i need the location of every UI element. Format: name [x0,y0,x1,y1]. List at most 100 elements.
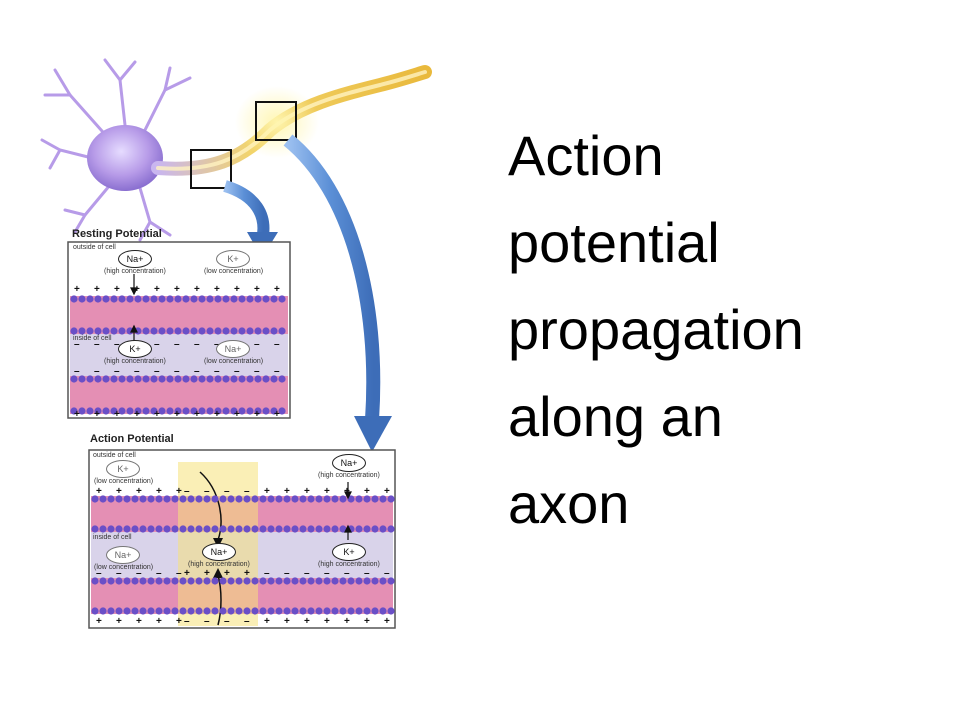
phospholipid-head [278,327,286,335]
action-ion-bottom-center-note: (high concentration) [188,561,250,568]
plus-sign: + [94,284,100,295]
phospholipid-head [179,495,187,503]
phospholipid-head [214,375,222,383]
plus-sign: + [214,409,220,420]
phospholipid-head [206,375,214,383]
resting-ion-bottom-left: K+ [118,340,152,358]
plus-sign: + [364,616,370,627]
phospholipid-head [331,577,339,585]
plus-sign: + [284,616,290,627]
phospholipid-head [94,375,102,383]
phospholipid-head [158,375,166,383]
plus-sign: + [304,486,310,497]
phospholipid-head [110,327,118,335]
plus-sign: + [94,409,100,420]
minus-sign: – [154,339,160,350]
phospholipid-head [139,577,147,585]
phospholipid-head [363,577,371,585]
action-ion-top-right: Na+ [332,454,366,472]
phospholipid-head [155,525,163,533]
minus-sign: – [224,486,230,497]
plus-sign: + [96,486,102,497]
phospholipid-head [307,525,315,533]
phospholipid-head [270,407,278,415]
phospholipid-head [243,607,251,615]
minus-sign: – [304,568,310,579]
phospholipid-head [387,607,395,615]
arrow-to-action [283,134,392,452]
phospholipid-head [150,327,158,335]
phospholipid-head [283,577,291,585]
zoom-box-resting [190,149,232,189]
phospholipid-head [219,525,227,533]
phospholipid-head [251,495,259,503]
phospholipid-head [206,407,214,415]
phospholipid-head [99,577,107,585]
minus-sign: – [194,339,200,350]
title-line: Action [508,124,664,187]
phospholipid-head [235,525,243,533]
plus-sign: + [156,616,162,627]
phospholipid-head [78,327,86,335]
phospholipid-head [115,577,123,585]
title-line: potential [508,211,720,274]
phospholipid-head [134,407,142,415]
phospholipid-head [147,495,155,503]
phospholipid-head [339,577,347,585]
phospholipid-head [139,525,147,533]
phospholipid-head [251,607,259,615]
plus-sign: + [364,486,370,497]
phospholipid-head [371,577,379,585]
phospholipid-head [214,327,222,335]
minus-sign: – [344,568,350,579]
minus-sign: – [274,339,280,350]
plus-sign: + [214,284,220,295]
plus-sign: + [116,486,122,497]
plus-sign: + [324,616,330,627]
phospholipid-head [254,295,262,303]
plus-sign: + [116,616,122,627]
phospholipid-head [270,375,278,383]
phospholipid-head [150,407,158,415]
phospholipid-head [230,407,238,415]
phospholipid-head [107,495,115,503]
phospholipid-head [206,327,214,335]
plus-sign: + [156,486,162,497]
minus-sign: – [254,339,260,350]
phospholipid-head [142,375,150,383]
title-line: propagation [508,298,804,361]
phospholipid-head [291,495,299,503]
action-ion-top-right-note: (high concentration) [318,472,380,479]
phospholipid-head [387,577,395,585]
phospholipid-head [299,577,307,585]
phospholipid-head [355,607,363,615]
plus-sign: + [136,486,142,497]
phospholipid-head [142,295,150,303]
phospholipid-head [339,525,347,533]
plus-sign: + [204,568,210,579]
phospholipid-head [379,525,387,533]
phospholipid-head [179,525,187,533]
phospholipid-head [211,607,219,615]
phospholipid-head [187,607,195,615]
phospholipid-head [323,525,331,533]
phospholipid-head [110,375,118,383]
phospholipid-head [222,375,230,383]
phospholipid-head [198,327,206,335]
resting-ion-bottom-left-note: (high concentration) [104,358,166,365]
phospholipid-head [211,577,219,585]
axon-glow [235,86,319,158]
phospholipid-head [315,495,323,503]
minus-sign: – [274,366,280,377]
phospholipid-head [123,577,131,585]
minus-sign: – [234,366,240,377]
phospholipid-head [142,407,150,415]
plus-sign: + [194,284,200,295]
minus-sign: – [74,339,80,350]
phospholipid-head [275,577,283,585]
phospholipid-head [275,495,283,503]
phospholipid-head [307,495,315,503]
phospholipid-head [363,607,371,615]
phospholipid-head [267,607,275,615]
phospholipid-head [139,495,147,503]
